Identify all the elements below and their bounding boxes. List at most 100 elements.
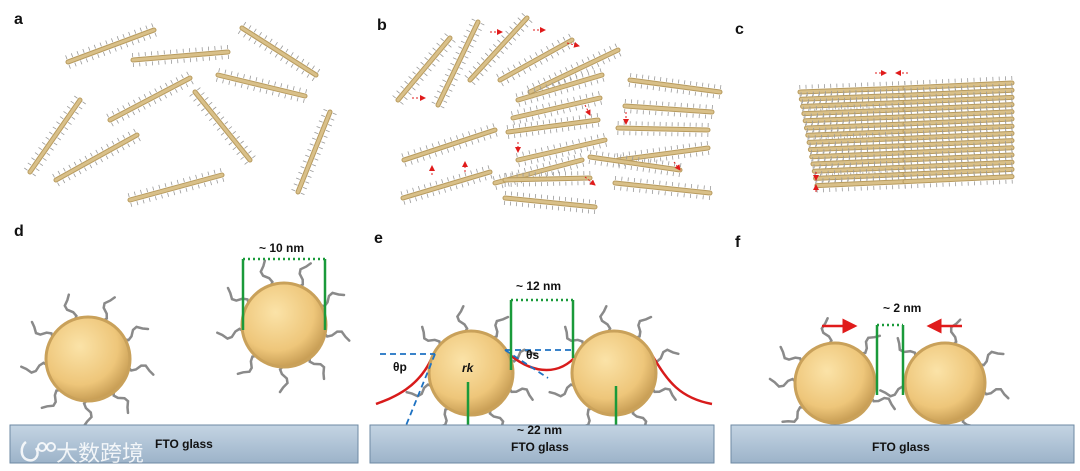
nanorod [496,33,576,87]
theta-p-label: θp [393,360,407,374]
ligand-chain [976,350,1005,367]
ligand-chain [322,330,351,342]
meniscus-curve [650,354,713,406]
nanorod [510,91,603,125]
ligand-chain [981,387,1010,400]
ligand-chain [296,262,312,289]
fto-glass-substrate [730,424,1075,464]
nanorod [627,73,723,99]
nanorod [515,133,608,167]
ligand-chain [949,318,962,347]
ligand-chain [82,397,93,428]
ligand-chain [40,388,64,410]
theta-s-label: θs [526,348,539,362]
ligand-chain [563,325,585,349]
ligand-chain [858,334,882,356]
nanorod [502,170,593,188]
contact-angle-line [404,353,436,429]
spacing-label-d: ~ 10 nm [259,241,304,255]
nanorod [612,175,713,201]
panel-a-random-nanorods [24,21,337,207]
ligand-chain [317,291,346,308]
ligand-shell [405,305,680,435]
ligand-chain [507,348,537,363]
ligand-chain [308,354,326,381]
fto-glass-substrate [369,424,715,464]
spacing-label-e-top: ~ 12 nm [516,279,561,293]
ligand-chain [278,363,289,394]
ligand-chain [216,327,246,340]
ligand-chain [121,325,150,342]
nanorod [106,71,194,127]
ligand-chain [405,383,435,398]
ligand-chain [781,406,808,423]
nanorod-stacked [902,169,1015,189]
ligand-chain [63,293,78,323]
ligand-chain [896,336,918,360]
nanorod [464,13,533,85]
ligand-chain [259,259,274,289]
watermark-logo-icon [20,440,56,462]
ligand-chain [456,305,469,335]
nanorod [392,33,456,105]
ligand-chain [100,296,116,323]
ligand-chain [599,305,612,335]
panel-label-c: c [735,21,744,38]
nanorod [215,68,308,103]
nanorod [515,68,605,107]
nanorod [502,190,598,215]
panel-f: ~ 2 nm FTO glass [730,301,1075,464]
spacing-label-e-bottom: ~ 22 nm [517,423,562,437]
nanorod [189,87,256,165]
panel-label-e: e [374,230,383,247]
panel-c-stacked-nanorods [797,70,1015,193]
ligand-chain [236,354,260,376]
panel-label-a: a [14,11,23,28]
ligand-chain [632,315,653,340]
nanoparticle [903,341,987,425]
panel-d: ~ 10 nm FTO glass 大数跨境 [9,241,359,467]
panel-b-aligning-nanorods [392,13,723,215]
nanorod [24,95,86,177]
meniscus-curve [509,354,578,372]
ligand-chain [112,388,130,415]
fto-glass-substrate [9,424,359,464]
motion-arrow [673,161,681,171]
nanoparticle [427,329,515,417]
substrate-label: FTO glass [511,440,569,454]
ligand-chain [126,364,155,376]
nanorod [237,21,321,82]
panel-label-f: f [735,234,741,251]
nanorod [291,109,337,195]
nanorod-stacked [814,174,908,193]
nanorod [431,18,485,109]
motion-arrow [584,104,591,116]
nanorod [587,150,683,177]
nanoparticle [240,281,328,369]
nanoparticle [793,341,877,425]
contact-angle-line [504,349,549,379]
nanorod [130,44,231,68]
nanorod [615,120,711,138]
panel-label-d: d [14,223,24,240]
ligand-chain [548,383,578,398]
panel-label-b: b [377,17,387,34]
ligand-chain [489,315,510,340]
ligand-shell [20,259,351,428]
nanoparticle [570,329,658,417]
ligand-chain [768,377,799,388]
panel-e: ~ 12 nm θp θs rk ~ 22 nm FTO glass [369,279,715,464]
ligand-chain [779,345,804,366]
ligand-chain [507,385,534,401]
spacing-label-f: ~ 2 nm [883,301,921,315]
nanorod [400,165,493,205]
radius-label: rk [462,361,475,375]
nanorod [65,23,157,69]
ligand-chain [420,325,442,349]
ligand-chain [226,286,251,307]
nanorod [622,98,715,120]
nanorod [401,123,498,167]
nanorod [492,153,585,190]
substrate-label: FTO glass [155,437,213,451]
